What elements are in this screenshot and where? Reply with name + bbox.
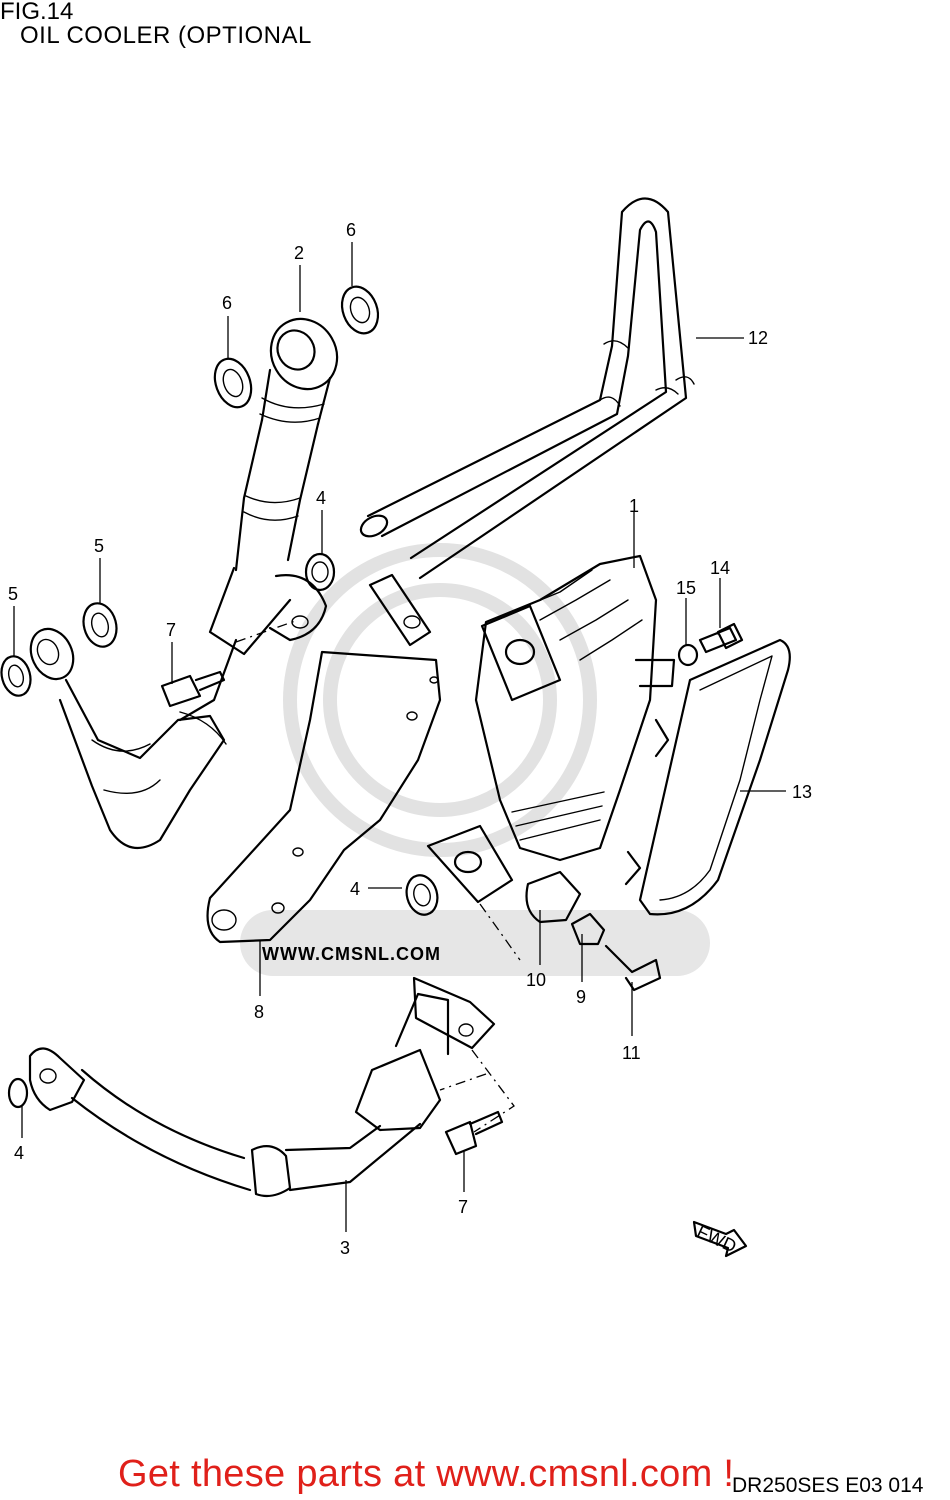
callout-8: 8 [254,1002,264,1022]
callout-4-upper: 4 [316,488,326,508]
callout-9: 9 [576,987,586,1007]
small-parts [0,285,744,1156]
callout-13: 13 [792,782,812,802]
callout-2: 2 [294,243,304,263]
callout-7-upper: 7 [166,620,176,640]
callout-labels: 2 6 6 4 5 5 7 12 1 14 15 13 4 10 9 11 8 … [8,220,812,1258]
leader-lines [13,242,786,1232]
alignment-lines [235,619,521,1133]
watermark-logo: WWW.CMSNL.COM [240,543,710,976]
callout-1: 1 [629,496,639,516]
callout-11: 11 [622,1043,641,1063]
part-5-left-hose [29,627,227,850]
part-13-guard [624,638,791,916]
fwd-direction-marker: FWD [692,1220,748,1258]
footer-link[interactable]: Get these parts at www.cmsnl.com ! [118,1453,735,1495]
callout-3: 3 [340,1238,350,1258]
callout-6-upper: 6 [346,220,356,240]
callout-4-middle: 4 [350,879,360,899]
part-2-upper-hose [178,317,339,722]
figure-title: FIG.14 [0,0,74,25]
part-1-oil-cooler-core [426,554,676,904]
part-3-lower-pipe [28,976,496,1198]
callout-15: 15 [676,578,696,598]
diagram-code: DR250SES E03 014 [732,1474,924,1497]
callout-5-left: 5 [8,584,18,604]
watermark-text: WWW.CMSNL.COM [262,944,441,964]
part-12-u-pipe [359,197,695,647]
callout-10: 10 [526,970,546,990]
callout-4-lower: 4 [14,1143,24,1163]
figure-subtitle: OIL COOLER (OPTIONAL [20,22,312,49]
callout-7-lower: 7 [458,1197,468,1217]
fwd-label: FWD [694,1221,740,1256]
part-8-bracket [206,650,442,944]
callout-5-right: 5 [94,536,104,556]
callout-12: 12 [748,328,768,348]
callout-6-lower: 6 [222,293,232,313]
callout-14: 14 [710,558,730,578]
